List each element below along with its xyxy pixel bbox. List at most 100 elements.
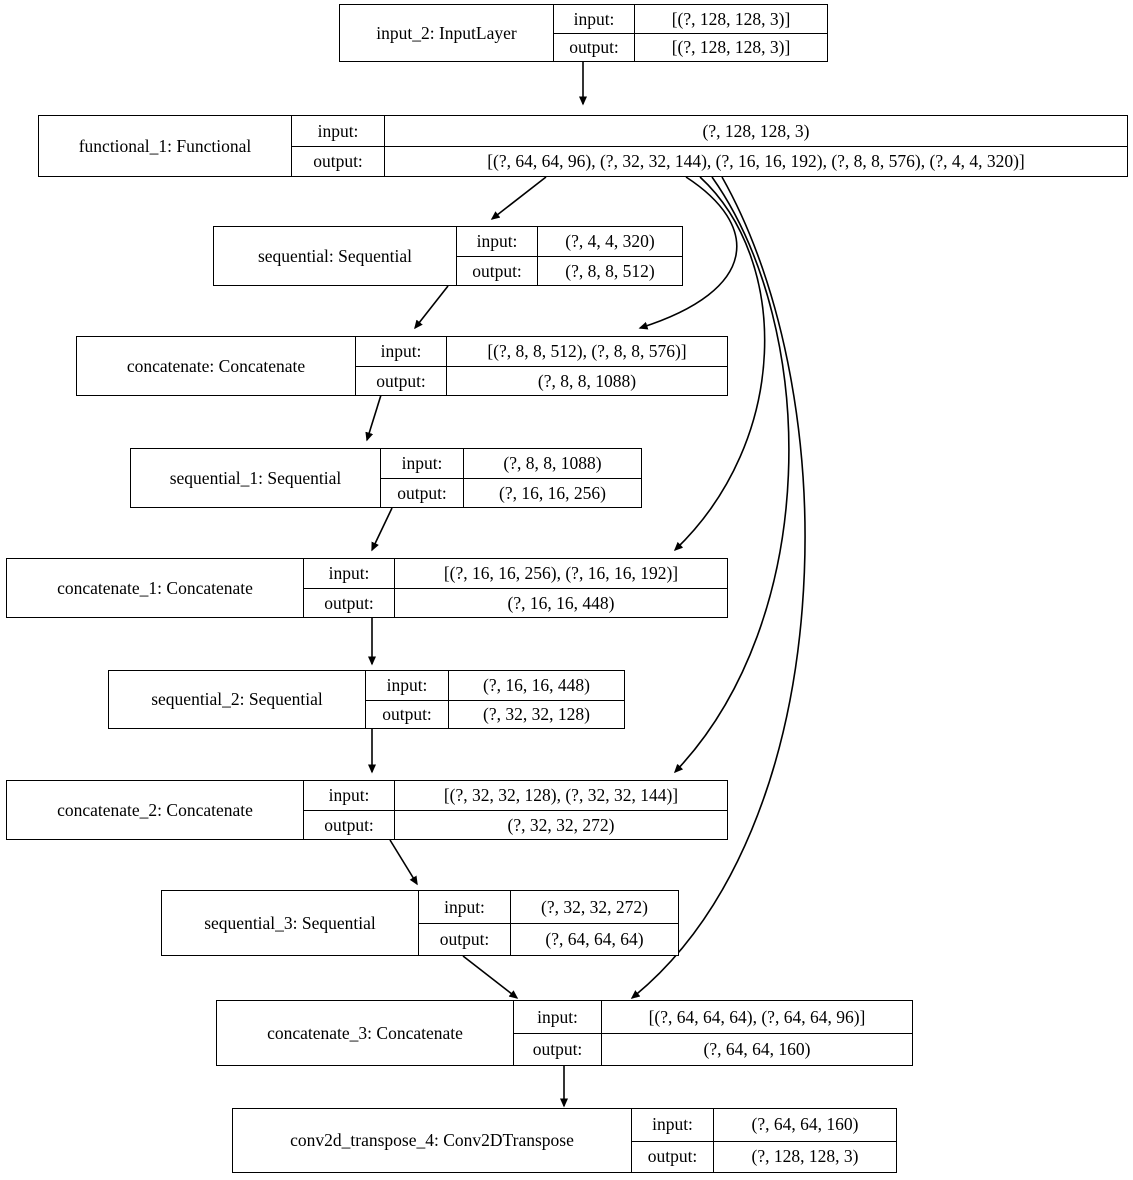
io-value-input: [(?, 8, 8, 512), (?, 8, 8, 576)]	[487, 341, 687, 361]
node-concatenate_1[interactable]: concatenate_1: Concatenate input: [(?, 1…	[6, 558, 728, 618]
edge-sequential1-concatenate1	[371, 507, 393, 552]
io-row-input: input: [(?, 64, 64, 64), (?, 64, 64, 96)…	[514, 1001, 912, 1033]
node-sequential_1[interactable]: sequential_1: Sequential input: (?, 8, 8…	[130, 448, 642, 508]
io-value-output: (?, 16, 16, 448)	[507, 592, 615, 613]
io-row-input: input: (?, 64, 64, 160)	[632, 1109, 896, 1141]
io-row-output: output: (?, 16, 16, 448)	[304, 588, 727, 617]
io-label-output: output:	[632, 1141, 714, 1172]
io-label-input: input:	[366, 671, 449, 700]
node-concatenate-label: concatenate: Concatenate	[126, 355, 306, 376]
node-input_2-io: input: [(?, 128, 128, 3)] output: [(?, 1…	[553, 5, 827, 61]
io-value-output: (?, 128, 128, 3)	[751, 1146, 859, 1167]
edge-sequential3-concatenate3	[462, 955, 519, 999]
node-concatenate_2[interactable]: concatenate_2: Concatenate input: [(?, 3…	[6, 780, 728, 840]
io-label-output: output:	[419, 924, 511, 955]
io-label-input: input:	[514, 1001, 602, 1033]
io-value-input: (?, 128, 128, 3)	[702, 120, 810, 141]
edge-functional1-concatenate2	[673, 176, 790, 774]
io-row-output: output: (?, 64, 64, 64)	[419, 923, 678, 955]
io-label-input: input:	[419, 891, 511, 923]
io-value-input: (?, 4, 4, 320)	[565, 231, 655, 251]
io-row-output: output: [(?, 64, 64, 96), (?, 32, 32, 14…	[292, 146, 1127, 176]
node-sequential[interactable]: sequential: Sequential input: (?, 4, 4, …	[213, 226, 683, 286]
node-concatenate_3-io: input: [(?, 64, 64, 64), (?, 64, 64, 96)…	[513, 1001, 912, 1065]
io-row-input: input: (?, 128, 128, 3)	[292, 116, 1127, 146]
edge-functional1-sequential	[490, 176, 547, 220]
io-row-output: output: [(?, 128, 128, 3)]	[554, 33, 827, 61]
io-label-input: input:	[304, 559, 395, 588]
io-value-output: (?, 32, 32, 272)	[507, 814, 615, 835]
node-sequential_3-label: sequential_3: Sequential	[204, 912, 376, 933]
io-row-input: input: (?, 4, 4, 320)	[457, 227, 682, 256]
io-row-output: output: (?, 32, 32, 272)	[304, 810, 727, 839]
edge-concatenate-sequential1	[365, 394, 382, 442]
node-conv2d_transpose_4-io: input: (?, 64, 64, 160) output: (?, 128,…	[631, 1109, 896, 1172]
io-value-output: (?, 16, 16, 256)	[499, 482, 606, 503]
io-label-input: input:	[554, 5, 635, 33]
node-sequential_1-io: input: (?, 8, 8, 1088) output: (?, 16, 1…	[380, 449, 641, 507]
node-functional_1-label: functional_1: Functional	[78, 135, 252, 156]
io-value-output: (?, 64, 64, 64)	[545, 929, 644, 949]
io-label-output: output:	[292, 147, 385, 176]
node-sequential-io: input: (?, 4, 4, 320) output: (?, 8, 8, …	[456, 227, 682, 285]
io-label-input: input:	[356, 337, 447, 366]
io-label-input: input:	[632, 1109, 714, 1141]
node-sequential_2[interactable]: sequential_2: Sequential input: (?, 16, …	[108, 670, 625, 729]
io-label-output: output:	[514, 1034, 602, 1065]
io-value-output: [(?, 128, 128, 3)]	[671, 37, 791, 57]
node-sequential_3[interactable]: sequential_3: Sequential input: (?, 32, …	[161, 890, 679, 956]
io-label-input: input:	[381, 449, 464, 478]
node-conv2d_transpose_4[interactable]: conv2d_transpose_4: Conv2DTranspose inpu…	[232, 1108, 897, 1173]
io-row-output: output: (?, 64, 64, 160)	[514, 1033, 912, 1065]
io-label-input: input:	[292, 116, 385, 146]
io-row-input: input: [(?, 8, 8, 512), (?, 8, 8, 576)]	[356, 337, 727, 366]
node-concatenate_2-label: concatenate_2: Concatenate	[57, 799, 253, 820]
node-functional_1-io: input: (?, 128, 128, 3) output: [(?, 64,…	[291, 116, 1127, 176]
io-label-output: output:	[366, 700, 449, 728]
node-sequential_2-io: input: (?, 16, 16, 448) output: (?, 32, …	[365, 671, 624, 728]
io-value-input: [(?, 64, 64, 64), (?, 64, 64, 96)]	[648, 1006, 866, 1027]
io-value-input: (?, 32, 32, 272)	[541, 896, 648, 917]
node-conv2d_transpose_4-label: conv2d_transpose_4: Conv2DTranspose	[290, 1130, 574, 1150]
io-row-input: input: (?, 8, 8, 1088)	[381, 449, 641, 478]
node-functional_1[interactable]: functional_1: Functional input: (?, 128,…	[38, 115, 1128, 177]
io-row-input: input: [(?, 128, 128, 3)]	[554, 5, 827, 33]
io-row-input: input: [(?, 16, 16, 256), (?, 16, 16, 19…	[304, 559, 727, 588]
io-label-output: output:	[457, 257, 538, 285]
node-input_2[interactable]: input_2: InputLayer input: [(?, 128, 128…	[339, 4, 828, 62]
node-concatenate_1-io: input: [(?, 16, 16, 256), (?, 16, 16, 19…	[303, 559, 727, 617]
node-sequential_2-label: sequential_2: Sequential	[151, 689, 323, 709]
io-value-output: [(?, 64, 64, 96), (?, 32, 32, 144), (?, …	[487, 151, 1025, 171]
node-sequential-label: sequential: Sequential	[257, 245, 413, 266]
io-row-input: input: (?, 32, 32, 272)	[419, 891, 678, 923]
io-row-output: output: (?, 16, 16, 256)	[381, 478, 641, 507]
edge-sequential-concatenate	[414, 285, 449, 330]
io-label-output: output:	[554, 34, 635, 61]
node-concatenate_2-io: input: [(?, 32, 32, 128), (?, 32, 32, 14…	[303, 781, 727, 839]
io-value-output: (?, 64, 64, 160)	[703, 1039, 811, 1059]
node-sequential_3-io: input: (?, 32, 32, 272) output: (?, 64, …	[418, 891, 678, 955]
io-label-output: output:	[356, 367, 447, 395]
io-row-output: output: (?, 8, 8, 512)	[457, 256, 682, 285]
io-label-input: input:	[457, 227, 538, 256]
io-value-input: (?, 16, 16, 448)	[483, 674, 590, 695]
io-value-output: (?, 8, 8, 1088)	[537, 370, 637, 391]
io-value-input: [(?, 16, 16, 256), (?, 16, 16, 192)]	[443, 563, 679, 583]
node-concatenate_1-label: concatenate_1: Concatenate	[57, 577, 253, 598]
io-label-output: output:	[381, 479, 464, 507]
io-row-output: output: (?, 8, 8, 1088)	[356, 366, 727, 395]
node-concatenate_3-label: concatenate_3: Concatenate	[267, 1022, 463, 1043]
io-row-output: output: (?, 32, 32, 128)	[366, 699, 624, 728]
io-value-output: (?, 8, 8, 512)	[565, 260, 655, 281]
io-label-output: output:	[304, 811, 395, 839]
io-row-input: input: (?, 16, 16, 448)	[366, 671, 624, 700]
node-concatenate[interactable]: concatenate: Concatenate input: [(?, 8, …	[76, 336, 728, 396]
io-row-output: output: (?, 128, 128, 3)	[632, 1140, 896, 1172]
node-concatenate_3[interactable]: concatenate_3: Concatenate input: [(?, 6…	[216, 1000, 913, 1066]
io-value-input: (?, 64, 64, 160)	[751, 1114, 859, 1135]
io-value-input: (?, 8, 8, 1088)	[503, 453, 602, 473]
io-value-input: [(?, 32, 32, 128), (?, 32, 32, 144)]	[443, 785, 679, 805]
io-value-input: [(?, 128, 128, 3)]	[671, 8, 791, 29]
node-sequential_1-label: sequential_1: Sequential	[169, 467, 342, 488]
